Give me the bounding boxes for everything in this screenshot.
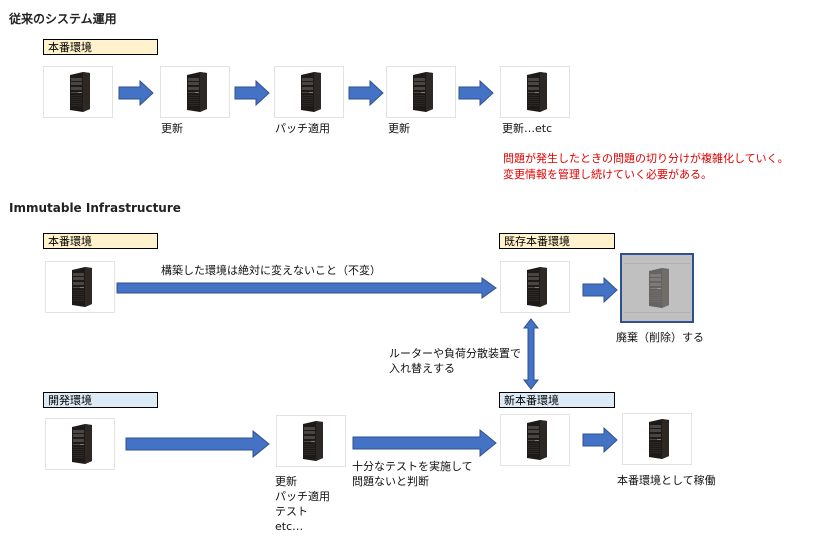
block-arrow-right-icon <box>116 277 497 299</box>
block-arrow-right-icon <box>118 80 154 106</box>
server-box <box>500 414 570 466</box>
server-box <box>500 66 570 118</box>
new-prod-env-label: 新本番環境 <box>499 392 615 408</box>
server-tower-icon <box>297 72 321 112</box>
dev-caption-line-3: テスト <box>275 505 308 518</box>
server-tower-icon <box>523 72 547 112</box>
block-arrow-up-down-icon <box>522 318 540 390</box>
server-tower-icon <box>66 72 90 112</box>
server-tower-icon <box>409 72 433 112</box>
test-note-line-1: 十分なテストを実施して <box>352 460 473 473</box>
server-box <box>386 66 456 118</box>
server-tower-icon <box>68 424 92 464</box>
dev-caption-line-2: パッチ適用 <box>275 490 330 503</box>
dev-caption-line-4: etc… <box>275 520 304 533</box>
server-tower-icon <box>68 267 92 307</box>
swap-note-line-1: ルーターや負荷分散装置で <box>389 347 521 360</box>
block-arrow-right-icon <box>234 80 270 106</box>
dev-env-label: 開発環境 <box>43 392 158 408</box>
warning-line-1: 問題が発生したときの問題の切り分けが複雑化していく。 <box>503 152 789 165</box>
server-tower-icon <box>183 72 207 112</box>
warning-line-2: 変更情報を管理し続けていく必要がある。 <box>503 168 712 181</box>
caption-update-etc: 更新…etc <box>502 122 553 135</box>
section-title-immutable: Immutable Infrastructure <box>9 201 181 215</box>
operate-caption: 本番環境として稼働 <box>617 474 716 487</box>
server-box <box>500 261 570 313</box>
section-title-traditional: 従来のシステム運用 <box>9 12 117 26</box>
block-arrow-right-icon <box>458 80 494 106</box>
server-tower-icon <box>299 421 323 461</box>
server-tower-icon <box>645 419 669 459</box>
test-note-line-2: 問題ないと判断 <box>352 475 429 488</box>
server-box <box>160 66 230 118</box>
server-box <box>45 418 115 470</box>
caption-update: 更新 <box>161 122 183 135</box>
dev-caption-line-1: 更新 <box>275 475 297 488</box>
caption-update: 更新 <box>388 122 410 135</box>
block-arrow-right-icon <box>352 429 497 457</box>
server-tower-icon <box>523 267 547 307</box>
server-tower-icon <box>523 420 547 460</box>
caption-patch: パッチ適用 <box>275 122 330 135</box>
server-box <box>45 261 115 313</box>
server-box <box>43 66 113 118</box>
discard-caption: 廃棄（削除）する <box>616 331 704 344</box>
prod-env-label: 本番環境 <box>43 39 158 55</box>
server-tower-icon <box>645 268 669 308</box>
server-box <box>276 415 346 467</box>
prod-env-label: 本番環境 <box>43 233 158 249</box>
discarded-server-box <box>620 253 694 323</box>
block-arrow-right-icon <box>125 430 270 458</box>
server-box <box>622 413 692 465</box>
server-box <box>274 66 344 118</box>
swap-note-line-2: 入れ替えする <box>389 362 455 375</box>
existing-prod-env-label: 既存本番環境 <box>499 233 615 249</box>
block-arrow-right-icon <box>348 80 384 106</box>
block-arrow-right-icon <box>582 427 618 453</box>
block-arrow-right-icon <box>582 277 618 303</box>
immutable-note: 構築した環境は絶対に変えないこと（不変） <box>161 264 381 277</box>
